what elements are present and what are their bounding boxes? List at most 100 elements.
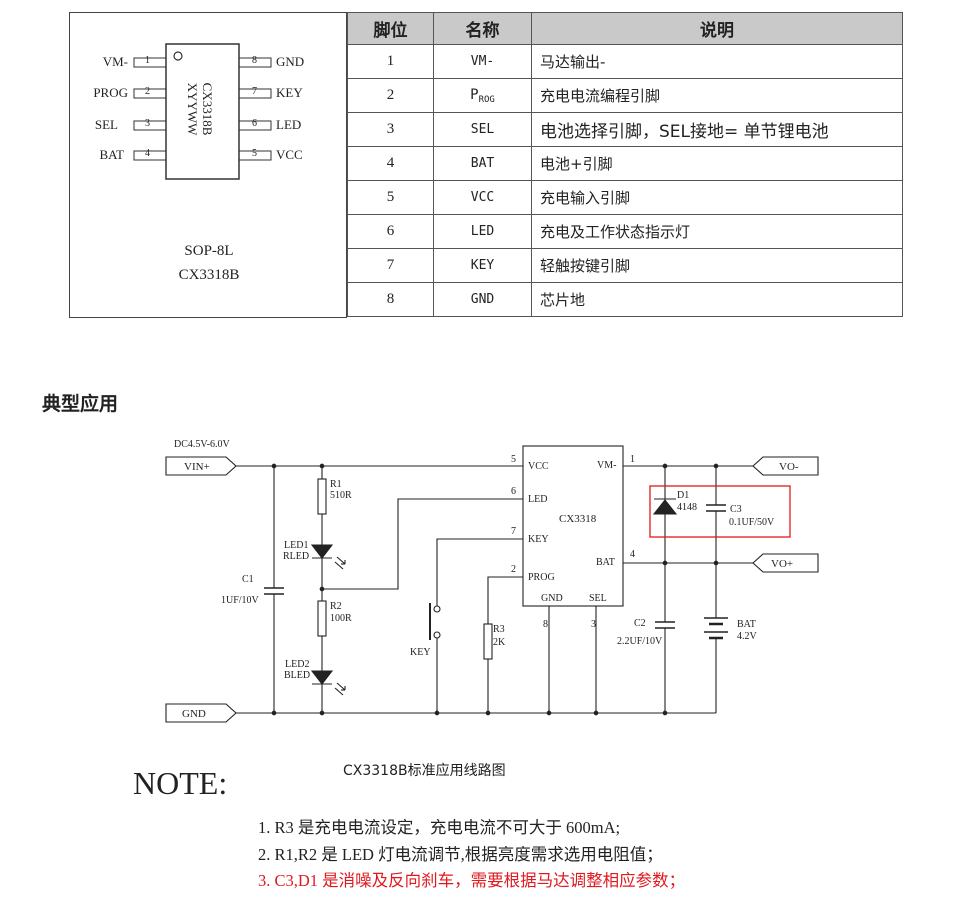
name-cell: SEL bbox=[433, 112, 532, 147]
key-label: KEY bbox=[410, 647, 431, 658]
vin-port bbox=[165, 456, 237, 476]
desc-cell: 芯片地 bbox=[531, 282, 903, 317]
pin-name: GND bbox=[276, 54, 305, 69]
led2-type: BLED bbox=[284, 670, 310, 681]
vo-minus-label: VO- bbox=[779, 461, 799, 473]
pin-number: 7 bbox=[252, 86, 257, 97]
d1-value: 4148 bbox=[677, 502, 697, 513]
gnd-label: GND bbox=[182, 708, 206, 720]
ic-pin-key: KEY bbox=[528, 534, 549, 545]
desc-cell: 电池+引脚 bbox=[531, 146, 903, 181]
gnd-port bbox=[165, 703, 237, 723]
package-type: SOP-8L bbox=[184, 243, 234, 259]
table-row: 5 VCC 充电输入引脚 bbox=[347, 180, 903, 215]
pin-number: 3 bbox=[591, 619, 596, 630]
pin-name: SEL bbox=[94, 117, 118, 132]
ic-pin-led: LED bbox=[528, 494, 547, 505]
c2-value: 2.2UF/10V bbox=[617, 636, 663, 647]
pin-name: VCC bbox=[276, 147, 303, 162]
pin-number: 4 bbox=[630, 549, 635, 560]
highlight-box bbox=[649, 485, 791, 538]
led1-diode bbox=[310, 544, 334, 559]
pin-number: 5 bbox=[252, 148, 257, 159]
pin-name: LED bbox=[276, 117, 302, 132]
name-cell: BAT bbox=[433, 146, 532, 181]
ic-pin-bat: BAT bbox=[596, 557, 615, 568]
name-subscript: ROG bbox=[478, 94, 495, 105]
pin-number: 7 bbox=[511, 526, 516, 537]
pin-number: 6 bbox=[511, 486, 516, 497]
r3-label: R3 bbox=[493, 624, 505, 635]
vo-plus-label: VO+ bbox=[771, 558, 793, 570]
r1-value: 510R bbox=[330, 490, 352, 501]
c1-label: C1 bbox=[242, 574, 254, 585]
r3-value: 2K bbox=[493, 637, 506, 648]
note-title: NOTE: bbox=[133, 765, 228, 801]
pin-cell: 6 bbox=[347, 214, 434, 249]
section-title: 典型应用 bbox=[42, 393, 119, 415]
pin-name: VM- bbox=[102, 54, 128, 69]
pin-name: BAT bbox=[99, 147, 124, 162]
name-cell: VCC bbox=[433, 180, 532, 215]
r1-label: R1 bbox=[330, 479, 342, 490]
bat-value: 4.2V bbox=[737, 631, 758, 642]
note-item-highlight: 3. C3,D1 是消噪及反向刹车，需要根据马达调整相应参数； bbox=[258, 871, 686, 890]
ic-pin-sel: SEL bbox=[589, 593, 607, 604]
pin-cell: 1 bbox=[347, 44, 434, 79]
note-item: 2. R1,R2 是 LED 灯电流调节,根据亮度需求选用电阻值； bbox=[258, 845, 663, 864]
ic-name: CX3318 bbox=[559, 513, 597, 525]
pin-number: 1 bbox=[145, 55, 150, 66]
pin-number: 4 bbox=[145, 148, 150, 159]
pin-number: 2 bbox=[511, 564, 516, 575]
ic-pin-gnd: GND bbox=[541, 593, 563, 604]
pin-table: 脚位 名称 说明 1 VM- 马达输出- 2 PROG 充电电流编程引脚 3 S… bbox=[347, 12, 903, 317]
supply-label: DC4.5V-6.0V bbox=[174, 439, 231, 450]
ic-box bbox=[522, 445, 624, 607]
table-row: 8 GND 芯片地 bbox=[347, 282, 903, 317]
desc-cell: 电池选择引脚，SEL接地= 单节锂电池 bbox=[531, 112, 903, 147]
name-cell: GND bbox=[433, 282, 532, 317]
package-outline bbox=[133, 43, 272, 180]
pin-number: 8 bbox=[543, 619, 548, 630]
name-cell: VM- bbox=[433, 44, 532, 79]
package-part: CX3318B bbox=[178, 267, 240, 283]
vo-plus-port bbox=[752, 553, 819, 573]
led2-diode bbox=[310, 670, 334, 685]
pin-name: PROG bbox=[93, 85, 128, 100]
ic-pin-prog: PROG bbox=[528, 572, 555, 583]
desc-cell: 充电及工作状态指示灯 bbox=[531, 214, 903, 249]
ic-pin-vm: VM- bbox=[597, 460, 616, 471]
desc-cell: 轻触按键引脚 bbox=[531, 248, 903, 283]
led1-label: LED1 bbox=[284, 540, 308, 551]
table-row: 7 KEY 轻触按键引脚 bbox=[347, 248, 903, 283]
r2-resistor bbox=[317, 600, 327, 637]
led1-type: RLED bbox=[283, 551, 309, 562]
r1-resistor bbox=[317, 478, 327, 515]
table-row: 3 SEL 电池选择引脚，SEL接地= 单节锂电池 bbox=[347, 112, 903, 147]
pin-number: 1 bbox=[630, 454, 635, 465]
pin-number: 6 bbox=[252, 118, 257, 129]
pin-cell: 8 bbox=[347, 282, 434, 317]
pin-number: 8 bbox=[252, 55, 257, 66]
c3-value: 0.1UF/50V bbox=[729, 517, 775, 528]
table-row: 6 LED 充电及工作状态指示灯 bbox=[347, 214, 903, 249]
pin-cell: 5 bbox=[347, 180, 434, 215]
r3-resistor bbox=[483, 623, 493, 660]
desc-cell: 充电输入引脚 bbox=[531, 180, 903, 215]
table-row: 2 PROG 充电电流编程引脚 bbox=[347, 78, 903, 113]
vo-minus-port bbox=[752, 456, 819, 476]
table-row: 4 BAT 电池+引脚 bbox=[347, 146, 903, 181]
led2-label: LED2 bbox=[285, 659, 309, 670]
d1-label: D1 bbox=[677, 490, 689, 501]
c1-value: 1UF/10V bbox=[221, 595, 260, 606]
c2-label: C2 bbox=[634, 618, 646, 629]
schematic-caption: CX3318B标准应用线路图 bbox=[343, 763, 506, 779]
name-main: P bbox=[470, 86, 479, 103]
r2-label: R2 bbox=[330, 601, 342, 612]
c3-label: C3 bbox=[730, 504, 742, 515]
pin-cell: 3 bbox=[347, 112, 434, 147]
column-header: 说明 bbox=[531, 12, 903, 45]
pin-cell: 2 bbox=[347, 78, 434, 113]
pin-number: 2 bbox=[145, 86, 150, 97]
